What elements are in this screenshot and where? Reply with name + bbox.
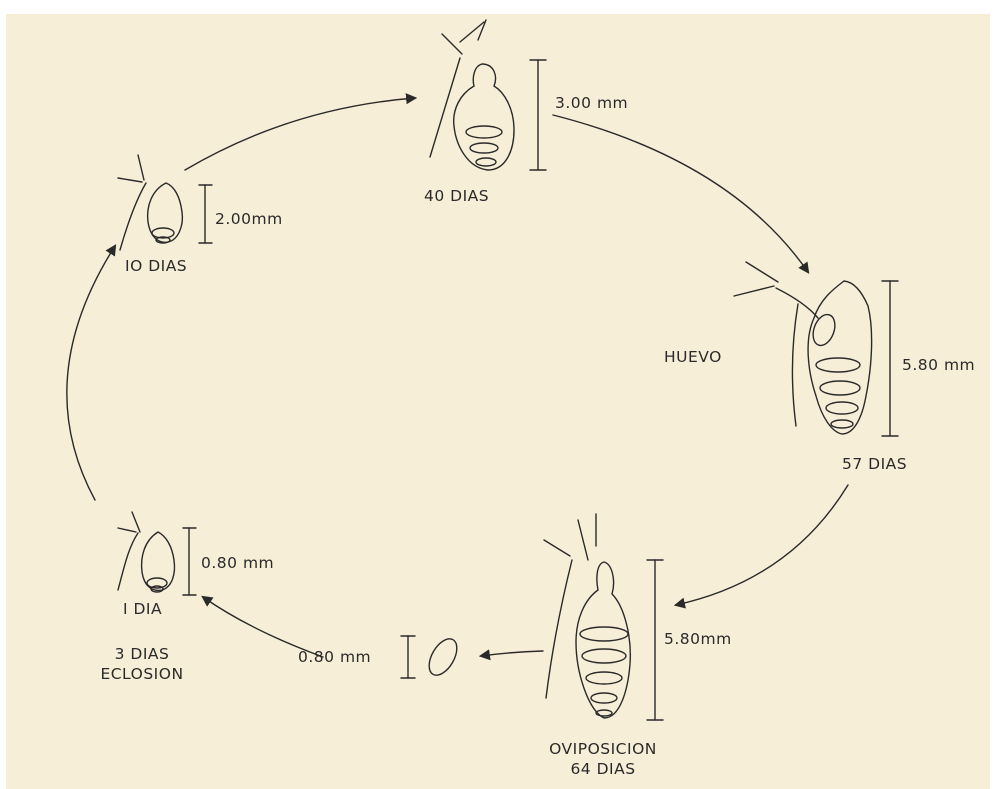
size-label-57-dias: 5.80 mm bbox=[902, 356, 975, 374]
cycle-arrow-57-to-64 bbox=[676, 485, 848, 605]
size-bracket-egg bbox=[401, 636, 415, 678]
huevo-label: HUEVO bbox=[664, 348, 722, 366]
cycle-arrow-40-to-57 bbox=[553, 115, 808, 272]
cycle-arrow-64-to-egg bbox=[481, 651, 543, 656]
snail-drawing-10-dias bbox=[118, 155, 182, 250]
snail-drawing-57-dias bbox=[734, 262, 872, 434]
day-label-1-dia: I DIA bbox=[123, 600, 162, 618]
size-label-egg: 0.80 mm bbox=[298, 648, 371, 666]
size-bracket-10-dias bbox=[199, 185, 212, 243]
size-bracket-40-dias bbox=[530, 60, 546, 170]
snail-drawing-40-dias bbox=[430, 20, 514, 170]
size-label-64-dias: 5.80mm bbox=[664, 630, 732, 648]
size-bracket-1-dia bbox=[183, 528, 196, 595]
hatching-label: ECLOSION bbox=[92, 665, 192, 683]
egg-drawing bbox=[423, 634, 462, 680]
cycle-arrow-10-to-40 bbox=[185, 98, 415, 170]
size-bracket-64-dias bbox=[647, 560, 663, 720]
size-label-40-dias: 3.00 mm bbox=[555, 94, 628, 112]
day-label-57-dias: 57 DIAS bbox=[842, 455, 907, 473]
size-label-10-dias: 2.00mm bbox=[215, 210, 283, 228]
size-bracket-57-dias bbox=[882, 281, 898, 436]
day-label-64-dias: 64 DIAS bbox=[528, 760, 678, 778]
day-label-10-dias: IO DIAS bbox=[125, 257, 187, 275]
oviposition-label: OVIPOSICION bbox=[528, 740, 678, 758]
day-label-40-dias: 40 DIAS bbox=[424, 187, 489, 205]
hatching-days-label: 3 DIAS bbox=[92, 645, 192, 663]
cycle-arrow-1dia-to-10 bbox=[67, 246, 115, 500]
snail-drawing-1-dia bbox=[118, 512, 175, 592]
size-label-1-dia: 0.80 mm bbox=[201, 554, 274, 572]
snail-drawing-64-dias bbox=[544, 514, 630, 718]
